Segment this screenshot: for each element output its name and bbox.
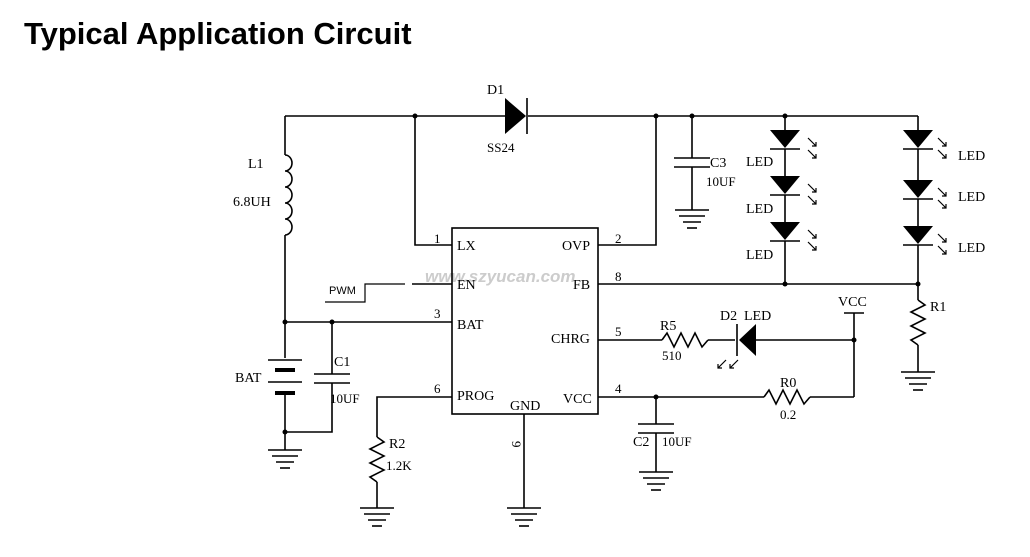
pin-6-number: 6 xyxy=(434,381,441,396)
pin-gnd-label: GND xyxy=(510,399,540,414)
vcc-label: VCC xyxy=(838,295,867,310)
r0-ref: R0 xyxy=(780,376,796,391)
ground-r1 xyxy=(901,371,935,391)
resistor-r2 xyxy=(368,436,386,483)
c2-value: 10UF xyxy=(662,434,692,449)
l1-value: 6.8UH xyxy=(233,195,271,210)
ground-c2 xyxy=(639,471,673,491)
pin-9-number: 9 xyxy=(509,441,524,448)
resistor-r1 xyxy=(909,299,927,346)
pin-fb-label: FB xyxy=(573,278,590,293)
c3-value: 10UF xyxy=(706,174,736,189)
l1-ref: L1 xyxy=(248,157,264,172)
pin-prog-label: PROG xyxy=(457,389,494,404)
ic-body xyxy=(451,227,599,415)
wire-lx xyxy=(414,116,452,246)
junction-fb-r1 xyxy=(915,281,921,287)
pwm-label: PWM xyxy=(329,285,356,297)
wire-prog xyxy=(376,396,452,437)
d2-ref: D2 xyxy=(720,309,737,324)
battery xyxy=(268,359,302,395)
pin-8-number: 8 xyxy=(615,269,622,284)
r2-ref: R2 xyxy=(389,437,405,452)
led-a2 xyxy=(770,176,817,205)
ground-c3 xyxy=(675,209,709,229)
page-title: Typical Application Circuit xyxy=(24,16,412,51)
led-a1 xyxy=(770,130,817,159)
led-a1-label: LED xyxy=(746,155,773,170)
d1-ref: D1 xyxy=(487,83,504,98)
d1-value: SS24 xyxy=(487,140,515,155)
c2-ref: C2 xyxy=(633,435,649,450)
pin-5-number: 5 xyxy=(615,324,622,339)
led-b2-label: LED xyxy=(958,190,985,205)
ground-r2 xyxy=(360,507,394,527)
pin-vcc-label: VCC xyxy=(563,392,592,407)
led-b3-label: LED xyxy=(958,241,985,256)
pin-lx-label: LX xyxy=(457,239,476,254)
led-b1-label: LED xyxy=(958,149,985,164)
r0-value: 0.2 xyxy=(780,407,796,422)
junction-fb-led-a xyxy=(782,281,788,287)
pin-chrg-label: CHRG xyxy=(551,332,590,347)
c1-ref: C1 xyxy=(334,355,350,370)
pin-bat-label: BAT xyxy=(457,318,484,333)
r5-ref: R5 xyxy=(660,319,676,334)
c1-value: 10UF xyxy=(330,391,360,406)
pin-2-number: 2 xyxy=(615,231,622,246)
led-a2-label: LED xyxy=(746,202,773,217)
d2-value: LED xyxy=(744,309,771,324)
pwm-signal-wave xyxy=(325,283,405,303)
resistor-r0 xyxy=(763,388,811,406)
resistor-r5 xyxy=(661,331,709,349)
led-b2 xyxy=(903,180,947,209)
ground-bat xyxy=(268,449,302,469)
led-a3 xyxy=(770,222,817,251)
junction-bat-left xyxy=(282,319,288,325)
led-d2 xyxy=(717,324,756,369)
led-a3-label: LED xyxy=(746,248,773,263)
r2-value: 1.2K xyxy=(386,458,412,473)
pin-3-number: 3 xyxy=(434,306,441,321)
r1-ref: R1 xyxy=(930,300,946,315)
watermark: www.szyucan.com xyxy=(425,267,576,286)
c3-ref: C3 xyxy=(710,156,726,171)
wire-c1-bottom xyxy=(285,383,333,433)
ground-ic xyxy=(507,507,541,527)
pin-1-number: 1 xyxy=(434,231,441,246)
led-b3 xyxy=(903,226,947,255)
bat-ref: BAT xyxy=(235,371,262,386)
diode-d1 xyxy=(505,98,528,134)
pin-ovp-label: OVP xyxy=(562,239,590,254)
led-b1 xyxy=(903,130,947,159)
r5-value: 510 xyxy=(662,348,682,363)
inductor-l1 xyxy=(284,154,293,236)
wire-ovp xyxy=(598,116,657,246)
pin-4-number: 4 xyxy=(615,381,622,396)
pin-en-label: EN xyxy=(457,278,476,293)
